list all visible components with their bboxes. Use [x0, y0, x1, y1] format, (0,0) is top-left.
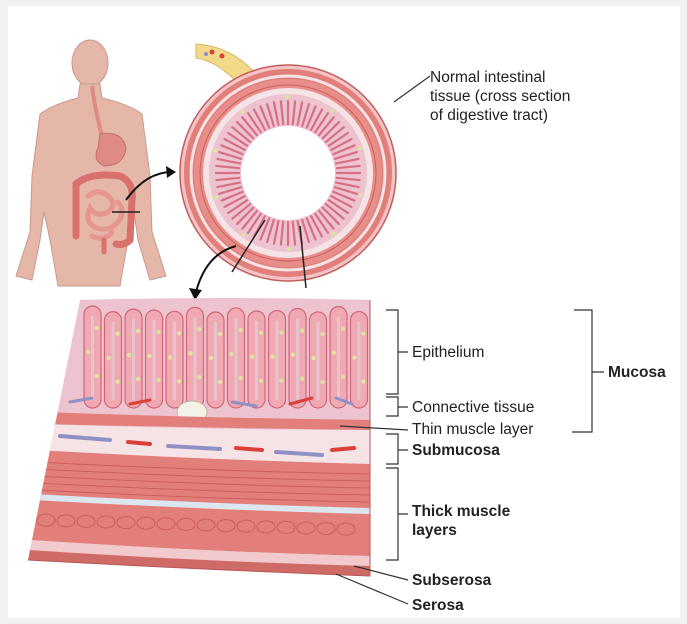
- label-thick-muscle-line-1: Thick muscle: [412, 502, 510, 521]
- goblet-cell: [218, 332, 222, 336]
- ring-gland: [330, 109, 334, 113]
- goblet-cell: [209, 356, 213, 360]
- label-connective-tissue: Connective tissue: [412, 398, 534, 417]
- submucosa-vessel: [128, 442, 150, 444]
- goblet-cell: [259, 379, 263, 383]
- goblet-cell: [320, 380, 324, 384]
- enlarged-tissue: [20, 296, 380, 586]
- goblet-cell: [352, 355, 356, 359]
- label-serosa: Serosa: [412, 596, 464, 615]
- ring-gland: [287, 247, 291, 251]
- goblet-cell: [106, 356, 110, 360]
- label-submucosa: Submucosa: [412, 441, 500, 460]
- goblet-cell: [147, 354, 151, 358]
- goblet-cell: [136, 329, 140, 333]
- label-subserosa: Subserosa: [412, 571, 491, 590]
- goblet-cell: [156, 330, 160, 334]
- human-head: [72, 40, 108, 86]
- ring-gland: [214, 196, 218, 200]
- ring-gland: [359, 193, 363, 197]
- submucosa-vessel: [332, 448, 354, 450]
- ring-gland: [242, 233, 246, 237]
- ring-gland: [213, 149, 217, 153]
- goblet-cell: [300, 376, 304, 380]
- goblet-cell: [218, 380, 222, 384]
- label-thick-muscle-line-2: layers: [412, 521, 510, 540]
- lumen: [241, 126, 335, 220]
- goblet-cell: [177, 331, 181, 335]
- goblet-cell: [341, 326, 345, 330]
- goblet-cell: [115, 380, 119, 384]
- goblet-cell: [229, 352, 233, 356]
- ring-gland: [285, 95, 289, 99]
- goblet-cell: [270, 354, 274, 358]
- label-epithelium: Epithelium: [412, 343, 484, 362]
- goblet-cell: [86, 350, 90, 354]
- submucosa-vessel: [236, 448, 262, 450]
- goblet-cell: [197, 327, 201, 331]
- label-normal-tissue-line-1: Normal intestinal: [430, 68, 570, 87]
- ring-gland: [332, 232, 336, 236]
- goblet-cell: [311, 356, 315, 360]
- goblet-cell: [320, 332, 324, 336]
- goblet-cell: [279, 330, 283, 334]
- goblet-cell: [136, 377, 140, 381]
- goblet-cell: [291, 352, 295, 356]
- goblet-cell: [197, 375, 201, 379]
- goblet-cell: [332, 350, 336, 354]
- ring-gland: [240, 110, 244, 114]
- goblet-cell: [238, 328, 242, 332]
- goblet-cell: [177, 379, 181, 383]
- goblet-cell: [95, 326, 99, 330]
- goblet-cell: [361, 379, 365, 383]
- label-normal-tissue-line-2: tissue (cross section: [430, 87, 570, 106]
- label-thin-muscle-layer: Thin muscle layer: [412, 420, 533, 439]
- goblet-cell: [238, 376, 242, 380]
- goblet-cell: [127, 353, 131, 357]
- label-mucosa: Mucosa: [608, 363, 666, 382]
- goblet-cell: [188, 351, 192, 355]
- goblet-cell: [250, 355, 254, 359]
- label-thick-muscle-layers: Thick muscle layers: [412, 502, 510, 540]
- goblet-cell: [300, 328, 304, 332]
- goblet-cell: [279, 378, 283, 382]
- goblet-cell: [341, 374, 345, 378]
- goblet-cell: [115, 332, 119, 336]
- goblet-cell: [168, 355, 172, 359]
- label-normal-tissue: Normal intestinal tissue (cross section …: [430, 68, 570, 125]
- goblet-cell: [156, 378, 160, 382]
- goblet-cell: [361, 331, 365, 335]
- ring-gland: [358, 146, 362, 150]
- label-normal-tissue-line-3: of digestive tract): [430, 106, 570, 125]
- goblet-cell: [95, 374, 99, 378]
- goblet-cell: [259, 331, 263, 335]
